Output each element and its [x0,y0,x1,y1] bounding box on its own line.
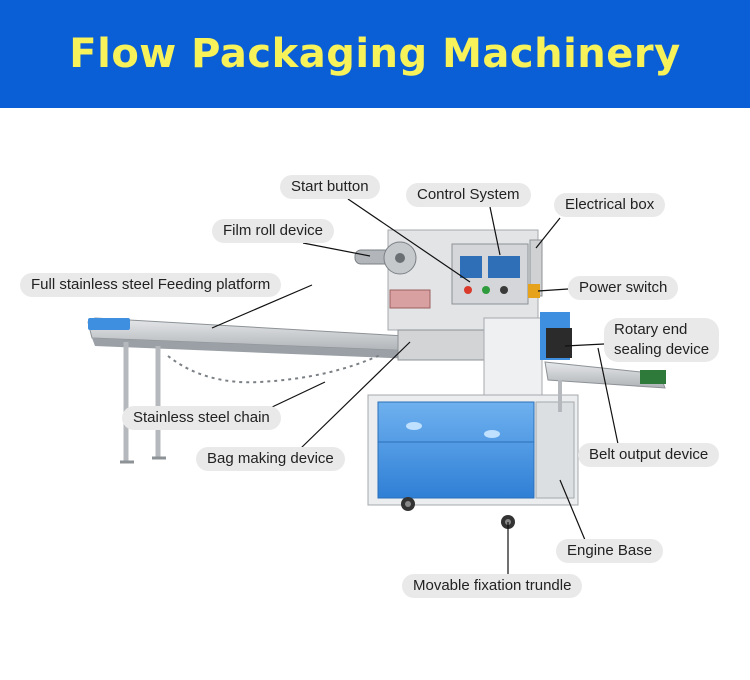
label-trundle: Movable fixation trundle [402,574,583,598]
label-rotary-end-line1: Rotary end [614,321,688,338]
page-title: Flow Packaging Machinery [69,31,681,77]
steel-chain-part [167,354,381,384]
label-rotary-end-line2: sealing device [614,341,710,358]
label-film-roll: Film roll device [212,219,335,243]
label-control-system: Control System [406,183,531,207]
label-belt-output: Belt output device [578,443,720,467]
label-start-button: Start button [280,175,380,199]
title-banner: Flow Packaging Machinery [0,0,750,108]
machine-head-part [354,229,572,397]
label-power-switch: Power switch [568,276,679,300]
label-steel-chain: Stainless steel chain [122,406,281,430]
label-engine-base: Engine Base [556,539,664,563]
label-rotary-end: Rotary end sealing device [604,318,720,362]
label-feeding-platform: Full stainless steel Feeding platform [20,273,282,297]
label-electrical-box: Electrical box [554,193,666,217]
label-bag-making: Bag making device [196,447,345,471]
engine-base-part [367,394,579,506]
